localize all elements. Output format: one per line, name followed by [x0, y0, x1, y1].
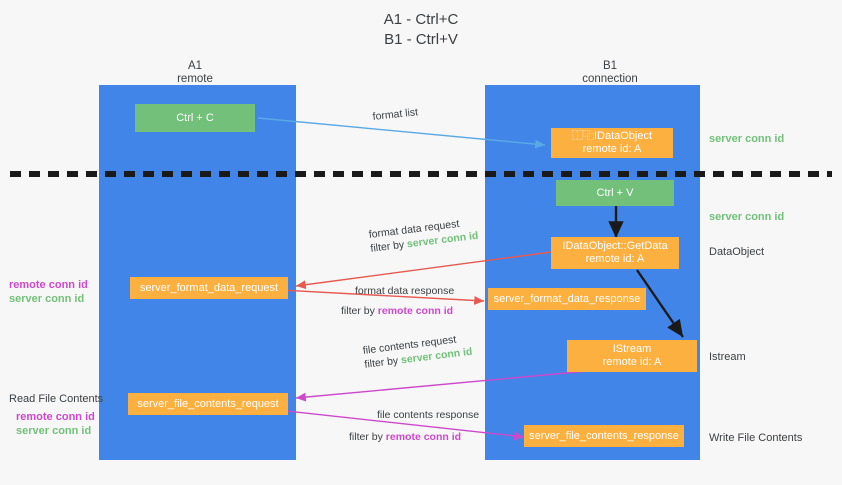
box-istream-line1: IStream: [612, 343, 652, 355]
column-header-b1: B1 connection: [540, 60, 680, 86]
box-idataobject-top[interactable]: ⿰⿻IDataObject remote id: A: [551, 128, 673, 158]
note-server-conn-id-second-text: server conn id: [709, 211, 785, 223]
edge-label-file-contents-response-text: file contents response: [377, 409, 480, 421]
filter-value-remote-conn-id: remote conn id: [377, 305, 454, 317]
edge-label-format-data-response-filter: filter by remote conn id: [341, 304, 454, 318]
note-server-conn-id-second: server conn id: [709, 210, 784, 224]
box-istream[interactable]: IStream remote id: A: [567, 340, 697, 372]
note-read-file-contents: Read File Contents: [9, 393, 104, 405]
note-server-conn-id-2: server conn id: [16, 425, 92, 437]
box-server-file-contents-request[interactable]: server_file_contents_request: [128, 393, 288, 415]
column-b1-name: B1: [602, 60, 618, 72]
note-istream: Istream: [709, 350, 746, 364]
column-b1-sub: connection: [582, 73, 638, 85]
note-read-file-contents-group: Read File Contents remote conn id server…: [9, 392, 103, 438]
arrow-format-data-request: [295, 251, 552, 290]
box-idataobject-top-line2: remote id: A: [582, 143, 642, 155]
box-server-file-contents-response[interactable]: server_file_contents_response: [524, 425, 684, 447]
note-server-conn-id-1: server conn id: [9, 293, 85, 305]
note-write-file-contents-text: Write File Contents: [709, 432, 803, 444]
box-getdata[interactable]: IDataObject::GetData remote id: A: [551, 237, 679, 269]
box-server-file-contents-request-label: server_file_contents_request: [137, 397, 279, 410]
box-getdata-line2: remote id: A: [585, 253, 645, 265]
title-line-1: A1 - Ctrl+C: [383, 11, 459, 28]
note-istream-text: Istream: [709, 351, 746, 363]
filter-value-remote-conn-id: remote conn id: [385, 431, 462, 443]
edge-label-file-contents-response: file contents response filter by remote …: [349, 408, 480, 444]
column-a1-name: A1: [187, 60, 203, 72]
filter-prefix: filter by: [349, 431, 386, 443]
note-remote-conn-id-2: remote conn id: [16, 411, 95, 423]
page-title: A1 - Ctrl+C B1 - Ctrl+V: [0, 10, 842, 50]
column-a1-sub: remote: [177, 73, 213, 85]
box-server-file-contents-response-label: server_file_contents_response: [529, 429, 679, 442]
box-server-format-data-request[interactable]: server_format_data_request: [130, 277, 288, 299]
box-server-format-data-request-label: server_format_data_request: [139, 281, 279, 294]
box-getdata-line1: IDataObject::GetData: [562, 240, 668, 252]
note-dataobject-text: DataObject: [709, 246, 765, 258]
edge-label-file-contents-response-filter: filter by remote conn id: [349, 430, 479, 444]
arrow-file-contents-request: [295, 367, 621, 402]
filter-prefix: filter by: [341, 305, 378, 317]
arrow-getdata-to-istream: [636, 269, 684, 338]
note-dataobject: DataObject: [709, 245, 764, 259]
note-write-file-contents: Write File Contents: [709, 431, 802, 445]
box-istream-line2: remote id: A: [602, 356, 662, 368]
note-remote-conn-id-1: remote conn id: [9, 279, 88, 291]
box-ctrl-v-label: Ctrl + V: [596, 186, 634, 199]
note-server-conn-id-top: server conn id: [709, 132, 784, 146]
arrow-format-list: [257, 117, 546, 149]
column-header-a1: A1 remote: [125, 60, 265, 86]
note-conn-ids-format: remote conn id server conn id: [9, 278, 88, 306]
box-ctrl-v[interactable]: Ctrl + V: [556, 180, 674, 206]
box-server-format-data-response[interactable]: server_format_data_response: [488, 288, 646, 310]
phase-divider: [10, 171, 832, 177]
note-server-conn-id-top-text: server conn id: [709, 133, 785, 145]
box-idataobject-top-line1: ⿰⿻IDataObject: [571, 130, 653, 142]
box-ctrl-c[interactable]: Ctrl + C: [135, 104, 255, 132]
edge-label-format-data-response-text: format data response: [355, 285, 455, 297]
edge-label-format-data-response: format data response filter by remote co…: [341, 284, 455, 318]
title-line-2: B1 - Ctrl+V: [384, 31, 458, 48]
box-ctrl-c-label: Ctrl + C: [176, 111, 214, 124]
box-server-format-data-response-label: server_format_data_response: [493, 292, 641, 305]
